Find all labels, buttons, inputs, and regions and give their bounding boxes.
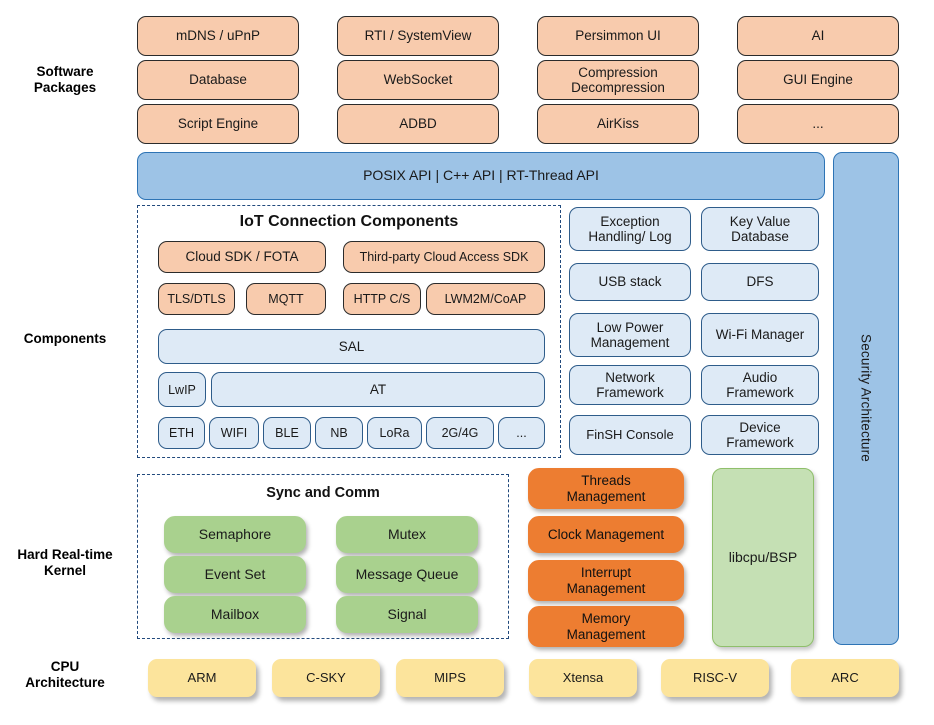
kernel-service-box[interactable]: Threads Management xyxy=(528,468,684,509)
sync-comm-box[interactable]: Message Queue xyxy=(336,556,478,593)
iot-link-box[interactable]: LoRa xyxy=(367,417,422,449)
package-box[interactable]: WebSocket xyxy=(337,60,499,100)
package-box[interactable]: AI xyxy=(737,16,899,56)
security-architecture-column[interactable]: Security Architecture xyxy=(833,152,899,645)
iot-protocol-box[interactable]: HTTP C/S xyxy=(343,283,421,315)
component-box[interactable]: Audio Framework xyxy=(701,365,819,405)
iot-protocol-box[interactable]: MQTT xyxy=(246,283,326,315)
package-box[interactable]: ... xyxy=(737,104,899,144)
sync-comm-box[interactable]: Event Set xyxy=(164,556,306,593)
component-box[interactable]: Low Power Management xyxy=(569,313,691,357)
package-box[interactable]: mDNS / uPnP xyxy=(137,16,299,56)
sync-comm-box[interactable]: Signal xyxy=(336,596,478,633)
iot-at-box[interactable]: AT xyxy=(211,372,545,407)
kernel-service-box[interactable]: Clock Management xyxy=(528,516,684,553)
security-architecture-label: Security Architecture xyxy=(858,334,874,463)
api-bar[interactable]: POSIX API | C++ API | RT-Thread API xyxy=(137,152,825,200)
package-box[interactable]: ADBD xyxy=(337,104,499,144)
package-box[interactable]: Database xyxy=(137,60,299,100)
kernel-service-box[interactable]: Interrupt Management xyxy=(528,560,684,601)
cpu-arch-box[interactable]: MIPS xyxy=(396,659,504,697)
component-box[interactable]: Wi-Fi Manager xyxy=(701,313,819,357)
tier-label-cpu-architecture: CPU Architecture xyxy=(25,658,105,690)
component-box[interactable]: Network Framework xyxy=(569,365,691,405)
package-box[interactable]: AirKiss xyxy=(537,104,699,144)
iot-link-box[interactable]: BLE xyxy=(263,417,311,449)
component-box[interactable]: Exception Handling/ Log xyxy=(569,207,691,251)
cpu-arch-box[interactable]: ARM xyxy=(148,659,256,697)
cpu-arch-box[interactable]: ARC xyxy=(791,659,899,697)
component-box[interactable]: DFS xyxy=(701,263,819,301)
cpu-arch-box[interactable]: C-SKY xyxy=(272,659,380,697)
package-box[interactable]: Script Engine xyxy=(137,104,299,144)
iot-link-box[interactable]: 2G/4G xyxy=(426,417,494,449)
component-box[interactable]: FinSH Console xyxy=(569,415,691,455)
sync-comm-frame xyxy=(137,474,509,639)
sync-comm-title: Sync and Comm xyxy=(266,485,380,501)
component-box[interactable]: Key Value Database xyxy=(701,207,819,251)
cpu-arch-box[interactable]: Xtensa xyxy=(529,659,637,697)
iot-cloud-box[interactable]: Third-party Cloud Access SDK xyxy=(343,241,545,273)
iot-lwip-box[interactable]: LwIP xyxy=(158,372,206,407)
iot-link-box[interactable]: NB xyxy=(315,417,363,449)
tier-label-kernel: Hard Real-time Kernel xyxy=(17,546,113,578)
iot-link-box[interactable]: ... xyxy=(498,417,545,449)
package-box[interactable]: RTI / SystemView xyxy=(337,16,499,56)
sync-comm-box[interactable]: Mutex xyxy=(336,516,478,553)
iot-sal-box[interactable]: SAL xyxy=(158,329,545,364)
tier-label-software-packages: Software Packages xyxy=(33,63,97,95)
package-box[interactable]: GUI Engine xyxy=(737,60,899,100)
iot-link-box[interactable]: ETH xyxy=(158,417,205,449)
libcpu-bsp-box[interactable]: libcpu/BSP xyxy=(712,468,814,647)
iot-cloud-box[interactable]: Cloud SDK / FOTA xyxy=(158,241,326,273)
package-box[interactable]: Compression Decompression xyxy=(537,60,699,100)
component-box[interactable]: Device Framework xyxy=(701,415,819,455)
tier-label-components: Components xyxy=(23,330,107,346)
kernel-service-box[interactable]: Memory Management xyxy=(528,606,684,647)
iot-protocol-box[interactable]: TLS/DTLS xyxy=(158,283,235,315)
sync-comm-box[interactable]: Mailbox xyxy=(164,596,306,633)
iot-link-box[interactable]: WIFI xyxy=(209,417,259,449)
iot-connection-frame xyxy=(137,205,561,458)
cpu-arch-box[interactable]: RISC-V xyxy=(661,659,769,697)
iot-connection-title: IoT Connection Components xyxy=(239,213,459,230)
sync-comm-box[interactable]: Semaphore xyxy=(164,516,306,553)
component-box[interactable]: USB stack xyxy=(569,263,691,301)
iot-protocol-box[interactable]: LWM2M/CoAP xyxy=(426,283,545,315)
package-box[interactable]: Persimmon UI xyxy=(537,16,699,56)
